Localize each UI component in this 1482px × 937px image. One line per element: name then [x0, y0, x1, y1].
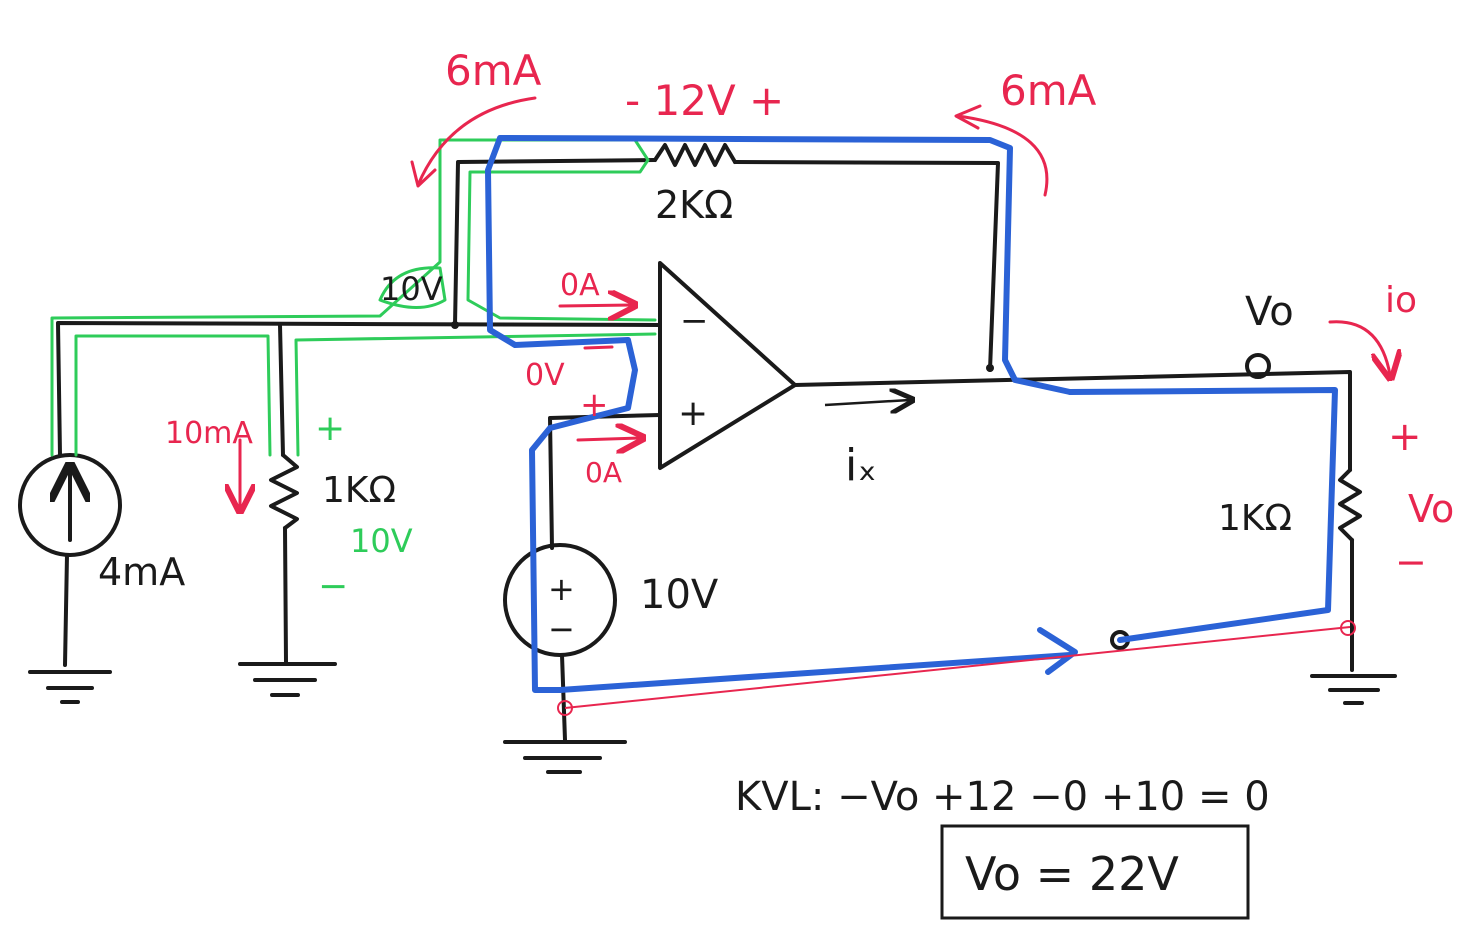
kvl-loop-right: [1067, 387, 1338, 643]
current-source: [18, 453, 122, 557]
i-noninv-arrow: [576, 438, 640, 440]
label-v-load: Vo: [1408, 487, 1454, 531]
resistor-load: [1338, 468, 1362, 542]
green-node-highlight: [50, 138, 657, 457]
resistor-1k-top-wire: [278, 323, 285, 457]
label-i-feedback-right: 6mA: [1000, 66, 1097, 115]
label-i-x: iₓ: [845, 440, 877, 491]
green-node-outline-inner: [74, 332, 657, 457]
red-annotations: [240, 96, 1390, 716]
label-v-diff: 0V: [525, 358, 565, 393]
label-v-node: 10V: [380, 270, 443, 308]
label-i-1k: 10mA: [165, 416, 253, 451]
green-node-outline-outer: [50, 138, 657, 457]
resistor-1k-left-ground-wire: [283, 526, 288, 664]
feedback-wire-left: [453, 158, 657, 327]
label-opamp-plus: +: [678, 393, 708, 434]
feedback-wire-right: [733, 160, 1000, 372]
reference-line: [564, 626, 1351, 709]
label-i-inverting: 0A: [560, 268, 600, 303]
reference-node-left: [557, 700, 573, 716]
kvl-equation: KVL: −Vo +12 −0 +10 = 0: [735, 774, 1270, 820]
result-box: [940, 824, 1250, 920]
noninverting-input-wire: [548, 413, 662, 550]
green-node-loop: [378, 266, 447, 309]
op-amp-output-wire: [793, 370, 1352, 472]
reference-node-right: [1340, 620, 1356, 636]
label-i-source: 4mA: [98, 550, 185, 594]
op-amp-triangle: [658, 261, 797, 470]
v-diff-bar: [583, 345, 614, 350]
node-dot-1: [451, 321, 459, 329]
i-feedback-left-arrowhead: [410, 160, 437, 188]
voltage-source-ground-wire: [560, 653, 567, 742]
output-terminal: [1245, 353, 1271, 379]
label-v-out-node: Vo: [1245, 289, 1294, 335]
kvl-loop-arrow: [1037, 627, 1078, 675]
i-feedback-right-arrow: [956, 114, 1049, 197]
label-r-load: 1KΩ: [1218, 498, 1292, 539]
label-r-1k-left-minus: −: [318, 566, 348, 607]
ground-4: [1310, 674, 1397, 705]
label-v-1k-left: 10V: [350, 522, 413, 560]
kvl-loop-path: [485, 135, 1073, 693]
label-i-out: io: [1385, 280, 1417, 321]
ground-1: [28, 670, 112, 704]
resistor-1k-left: [269, 453, 299, 530]
label-v-source-minus: −: [548, 610, 575, 648]
i-feedback-left-arrow: [416, 96, 537, 187]
node-dot-2: [986, 364, 994, 372]
circuit-wiring: [18, 143, 1397, 774]
label-v-load-plus: +: [1388, 414, 1422, 460]
ground-3: [503, 740, 627, 774]
i-inverting-arrow: [558, 305, 632, 306]
label-v-source-plus: +: [548, 570, 575, 608]
label-r-feedback: 2KΩ: [655, 183, 733, 227]
result-equation: Vo = 22V: [965, 847, 1179, 901]
ground-2: [238, 662, 337, 697]
feedback-resistor-2k: [653, 143, 737, 167]
i-out-arrow: [1328, 320, 1390, 375]
label-v-source: 10V: [640, 572, 719, 618]
label-r-1k-left: 1KΩ: [322, 470, 396, 511]
blue-kvl-loop: [485, 135, 1338, 693]
label-r-1k-left-plus: +: [315, 408, 345, 449]
label-i-feedback-left: 6mA: [445, 46, 542, 95]
i-x-arrow: [824, 400, 910, 405]
label-v-resistor-2k: - 12V +: [625, 76, 784, 125]
current-source-ground-wire: [63, 553, 69, 667]
label-i-noninv: 0A: [585, 456, 622, 489]
label-plus-noninv: +: [580, 385, 609, 425]
label-v-load-minus: −: [1395, 540, 1427, 584]
i-feedback-right-arrowhead: [954, 104, 982, 130]
label-opamp-minus: −: [680, 301, 709, 341]
inverting-node-wire: [56, 321, 662, 457]
